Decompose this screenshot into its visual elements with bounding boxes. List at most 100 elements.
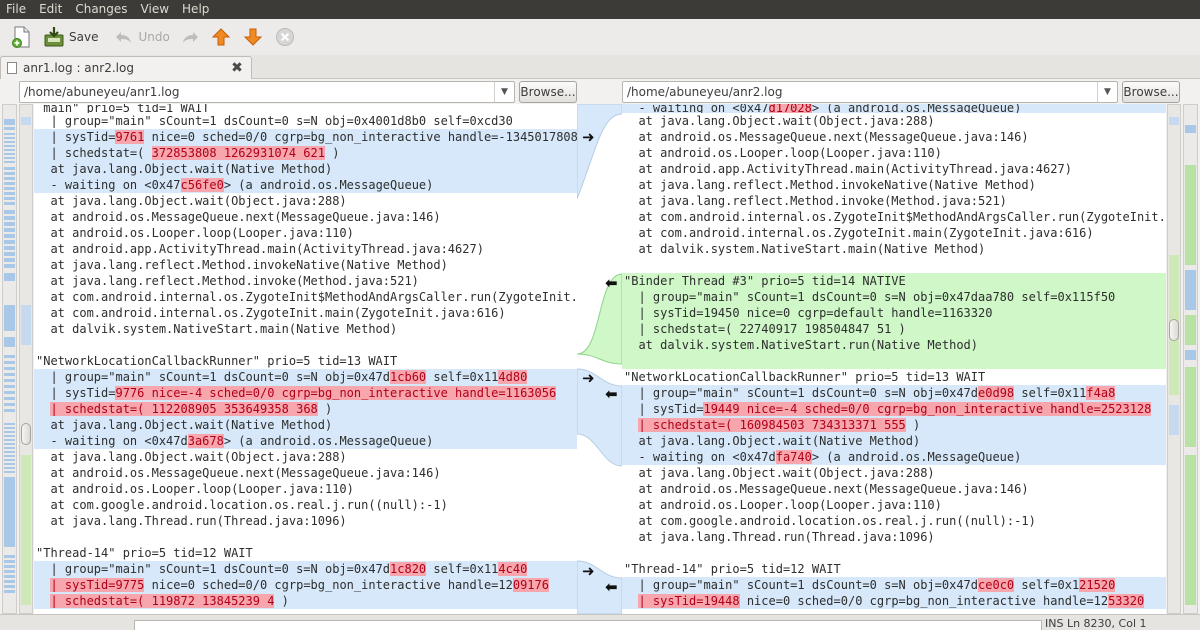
code-line: at java.lang.Thread.run(Thread.java:1096… [34,513,577,529]
redo-button[interactable] [175,22,205,52]
inline-diff-highlight: 9776 nice=-4 sched=0/0 cgrp=bg_non_inter… [115,386,557,400]
code-text: - waiting on <0x47 [36,178,181,192]
code-line: at java.lang.reflect.Method.invokeNative… [34,257,577,273]
tab-comparison[interactable]: anr1.log : anr2.log ✖ [0,56,252,79]
merge-right-arrow-icon[interactable]: ➜ [582,369,595,387]
code-line: at com.android.internal.os.ZygoteInit$Me… [34,289,577,305]
code-text: ) [317,402,333,416]
code-text: at java.lang.Thread.run(Thread.java:1096… [624,530,935,544]
merge-left-arrow-icon[interactable]: ⬅ [605,274,618,292]
code-text: at android.os.Looper.loop(Looper.java:11… [624,498,942,512]
code-text: | sysTid=19450 nice=0 cgrp=default handl… [624,306,993,320]
save-icon [44,27,64,47]
merge-left-arrow-icon[interactable]: ⬅ [605,385,618,403]
next-change-button[interactable] [237,22,269,52]
code-line: at java.lang.Object.wait(Object.java:288… [622,465,1166,481]
merge-right-arrow-icon[interactable]: ➜ [582,128,595,146]
code-line: at java.lang.Object.wait(Native Method) [622,433,1166,449]
code-line: at java.lang.Object.wait(Object.java:288… [622,113,1166,129]
right-browse-button[interactable]: Browse... [1122,81,1180,103]
right-text-pane[interactable]: - waiting on <0x47d17028> (a android.os.… [622,104,1166,614]
inline-diff-highlight: | schedstat=( 112208905 353649358 368 [50,402,318,416]
code-line: - waiting on <0x47c56fe0> (a android.os.… [34,177,577,193]
stop-button[interactable] [269,22,301,52]
code-line: - waiting on <0x47dfa740> (a android.os.… [622,449,1166,465]
code-line: main" prio=5 tid=1 WAIT [34,104,577,113]
menu-file[interactable]: File [6,2,27,16]
save-button[interactable]: Save [38,22,103,52]
inline-diff-highlight: d17028 [768,104,812,113]
code-text: at java.lang.reflect.Method.invokeNative… [624,178,1036,192]
menu-edit[interactable]: Edit [39,2,63,16]
menu-help[interactable]: Help [182,2,210,16]
code-line: "Binder Thread #3" prio=5 tid=14 NATIVE [622,273,1166,289]
previous-change-button[interactable] [205,22,237,52]
right-overview-map[interactable] [1183,104,1198,614]
merge-right-arrow-icon[interactable]: ➜ [582,562,595,580]
document-icon [7,62,17,74]
code-text: self=0x11 [426,370,499,384]
menu-view[interactable]: View [140,2,170,16]
left-browse-button[interactable]: Browse... [519,81,577,103]
chevron-down-icon[interactable]: ▼ [1097,82,1117,102]
code-text: "NetworkLocationCallbackRunner" prio=5 t… [624,370,986,384]
left-path-combo[interactable]: /home/abuneyeu/anr1.log ▼ [19,81,515,103]
code-text: "Thread-14" prio=5 tid=12 WAIT [624,562,841,576]
code-line: at java.lang.reflect.Method.invokeNative… [622,177,1166,193]
code-line: at java.lang.Thread.run(Thread.java:1096… [622,529,1166,545]
code-text: | group="main" sCount=1 dsCount=0 s=N ob… [36,114,513,128]
code-text: at dalvik.system.NativeStart.run(Native … [624,338,979,352]
code-text: nice=0 sched=0/0 cgrp=bg_non_interactive… [739,594,1109,608]
code-line: at android.os.Looper.loop(Looper.java:11… [34,225,577,241]
chevron-down-icon[interactable]: ▼ [494,82,514,102]
code-line: at dalvik.system.NativeStart.main(Native… [34,321,577,337]
code-line: | sysTid=19448 nice=0 sched=0/0 cgrp=bg_… [622,593,1166,609]
undo-button[interactable]: Undo [109,22,174,52]
inline-diff-highlight: | sysTid= [50,578,116,592]
code-line: | group="main" sCount=1 dsCount=0 s=N ob… [622,385,1166,401]
code-line: at com.android.internal.os.ZygoteInit.ma… [34,305,577,321]
code-line: at android.app.ActivityThread.main(Activ… [34,241,577,257]
redo-icon [182,32,198,43]
code-text: at android.os.MessageQueue.next(MessageQ… [36,210,441,224]
code-text: at com.android.internal.os.ZygoteInit$Me… [50,290,577,304]
arrow-down-icon [243,28,263,46]
left-overview-map[interactable] [2,104,17,614]
code-text: | schedstat=( 22740917 198504847 51 ) [624,322,906,336]
code-text: | sysTid= [36,386,116,400]
code-line: at android.os.Looper.loop(Looper.java:11… [622,497,1166,513]
merge-left-arrow-icon[interactable]: ⬅ [605,578,618,596]
code-text: at java.lang.reflect.Method.invoke(Metho… [36,274,419,288]
inline-diff-highlight: 4c40 [498,562,528,576]
code-text: at java.lang.reflect.Method.invoke(Metho… [624,194,1007,208]
code-text: | group="main" sCount=1 dsCount=0 s=N ob… [624,386,979,400]
code-line: "Thread-14" prio=5 tid=12 WAIT [34,545,577,561]
right-path-combo[interactable]: /home/abuneyeu/anr2.log ▼ [622,81,1118,103]
code-line: | schedstat=( 119872 13845239 4 ) [34,593,577,609]
left-scrollbar[interactable] [19,104,33,614]
code-text: ) [274,594,289,608]
code-line: | group="main" sCount=1 dsCount=0 s=N ob… [622,577,1166,593]
close-tab-icon[interactable]: ✖ [231,60,243,76]
save-label: Save [69,30,99,44]
right-scrollbar-thumb[interactable] [1169,319,1179,341]
new-button[interactable] [6,22,38,52]
code-text: at java.lang.Object.wait(Object.java:288… [624,466,935,480]
code-line: | group="main" sCount=1 dsCount=0 s=N ob… [34,369,577,385]
code-text [624,594,638,608]
code-text: self=0x11 [1014,386,1087,400]
inline-diff-highlight: c56fe0 [180,178,224,192]
inline-diff-highlight: ce0c0 [978,578,1015,592]
new-document-icon [12,26,30,48]
code-text: at java.lang.Object.wait(Object.java:288… [624,114,935,128]
code-text: | sysTid= [624,402,704,416]
inline-diff-highlight: 4d80 [498,370,528,384]
left-scrollbar-thumb[interactable] [21,423,31,445]
left-text-pane[interactable]: main" prio=5 tid=1 WAIT | group="main" s… [34,104,577,614]
left-path-text: /home/abuneyeu/anr1.log [24,85,180,99]
code-text: main" prio=5 tid=1 WAIT [36,104,210,113]
code-text: at dalvik.system.NativeStart.main(Native… [36,322,398,336]
menu-changes[interactable]: Changes [75,2,128,16]
right-scrollbar[interactable] [1167,104,1181,614]
